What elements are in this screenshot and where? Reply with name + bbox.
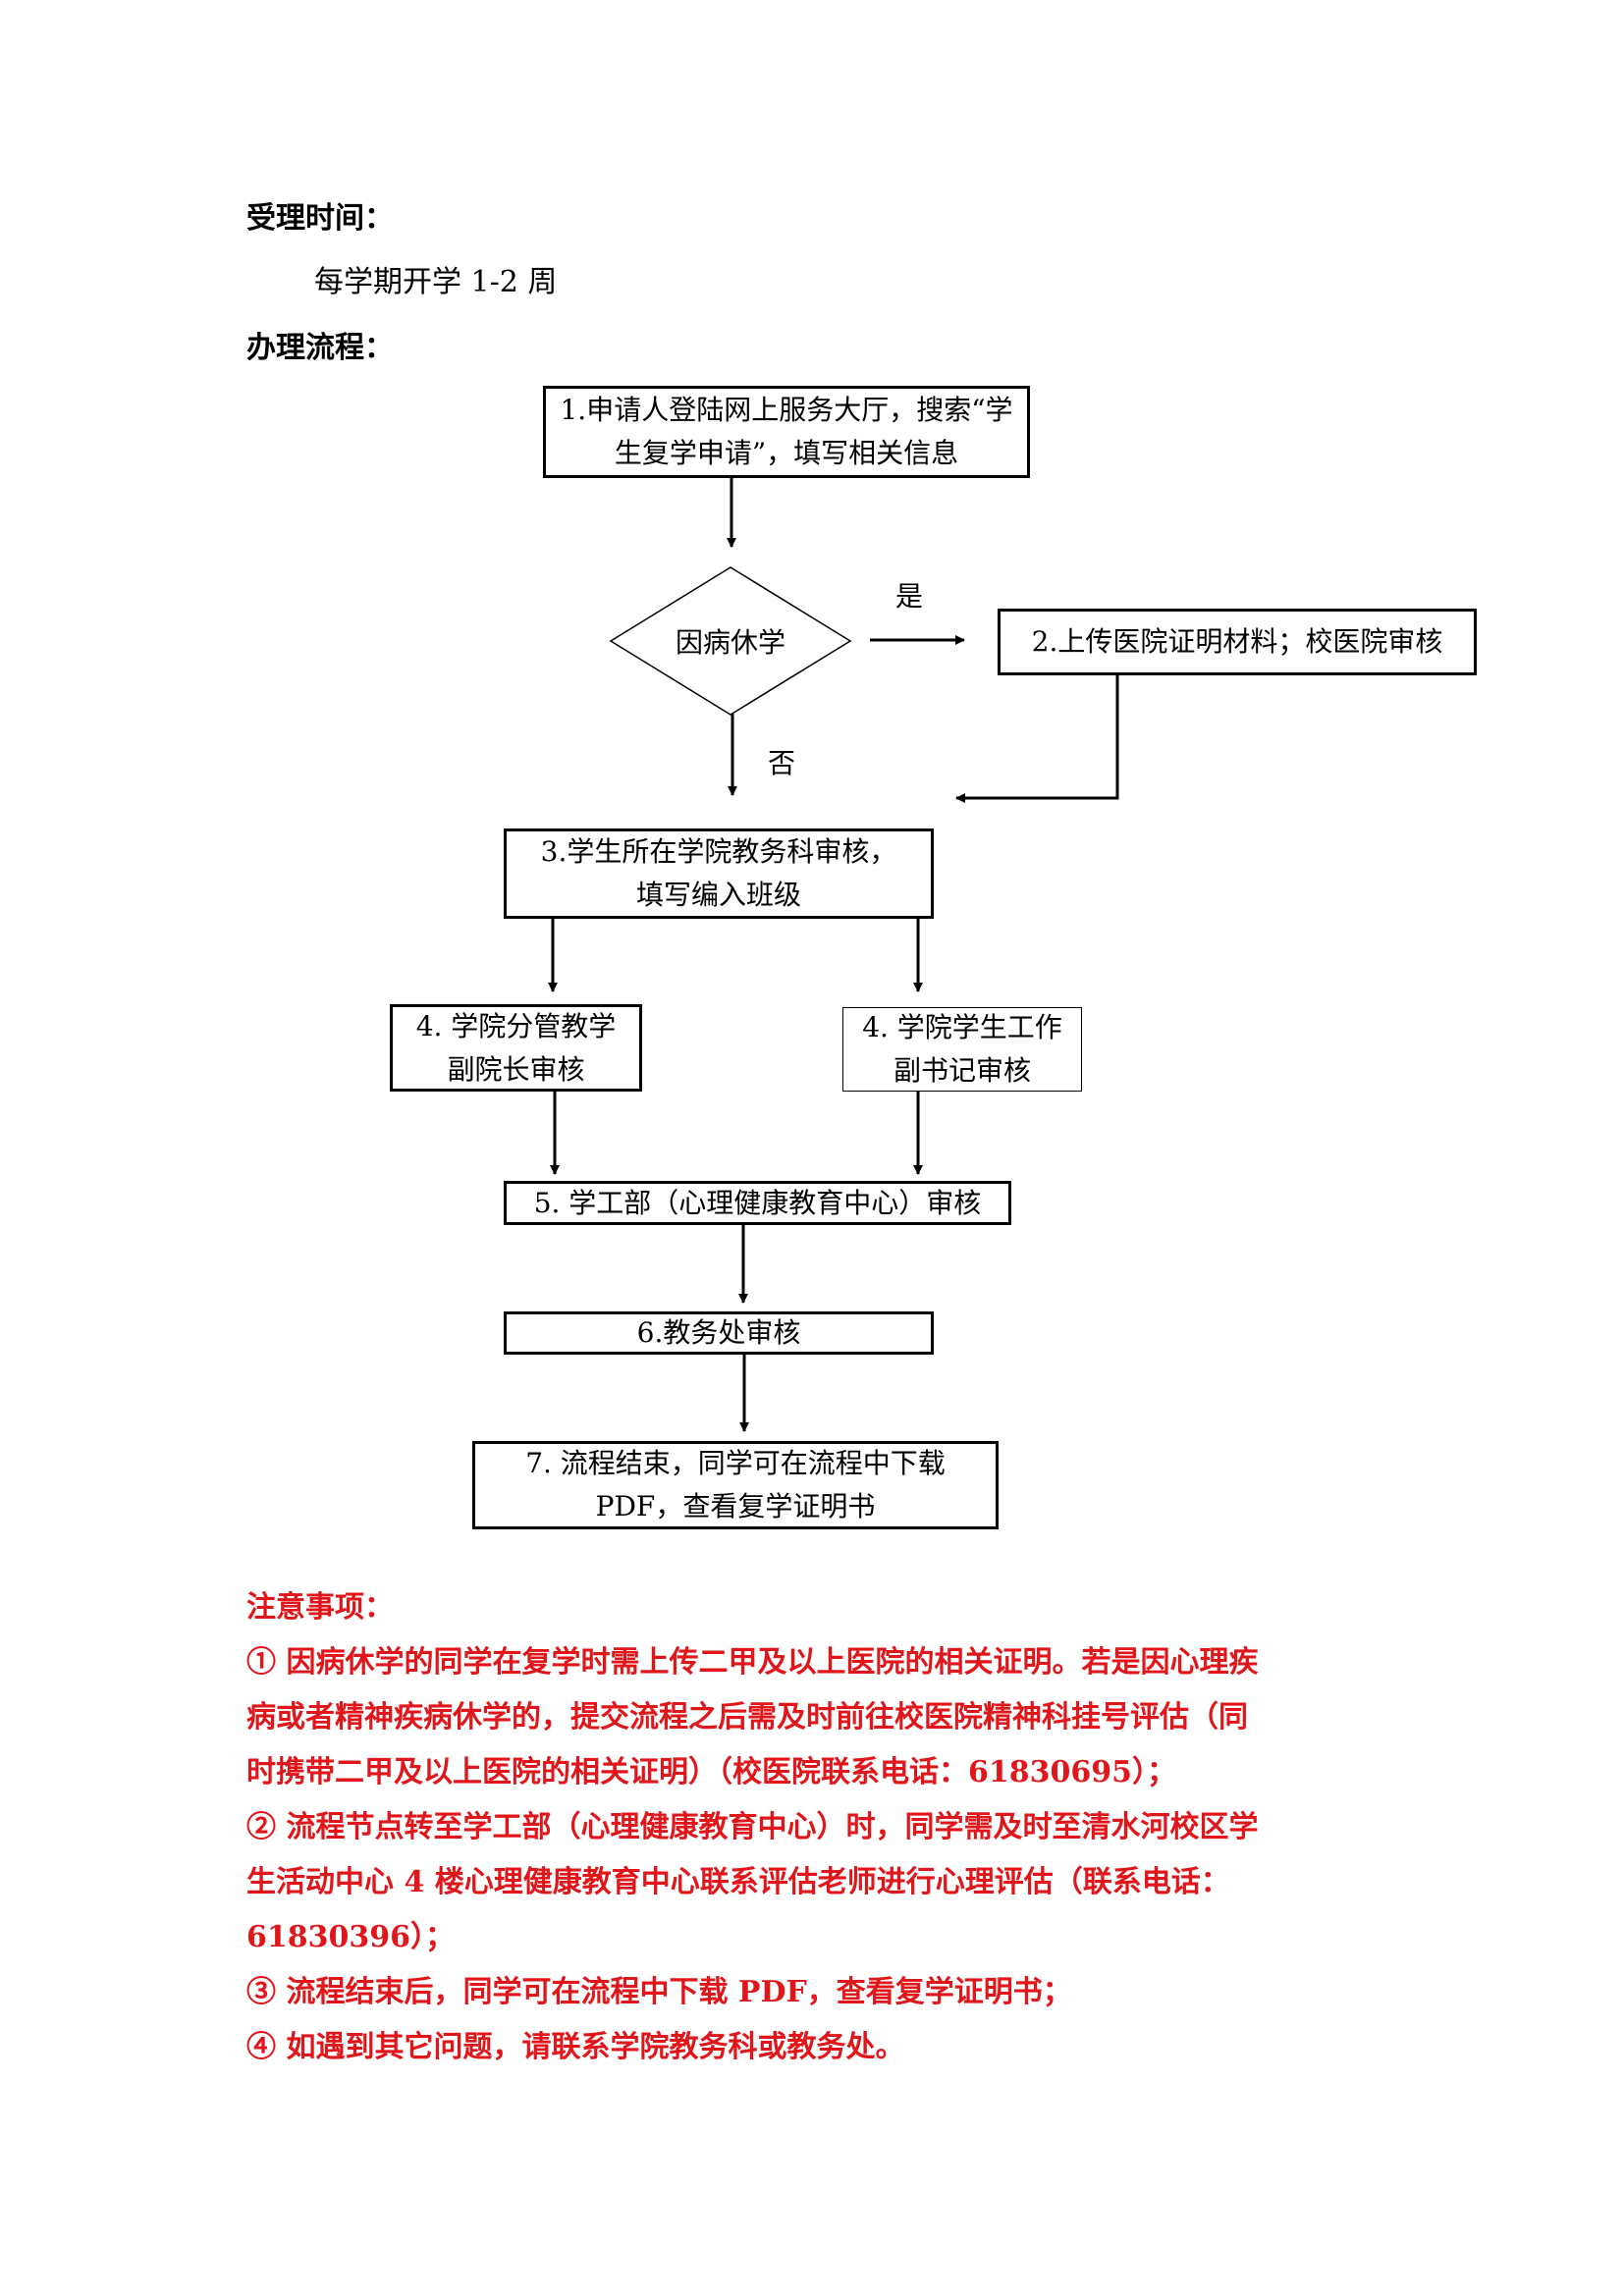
process-heading: 办理流程： — [246, 331, 394, 365]
step-2-box: 2.上传医院证明材料；校医院审核 — [998, 609, 1477, 675]
notes-heading: 注意事项： — [246, 1590, 394, 1625]
yes-label: 是 — [895, 580, 924, 613]
decision-diamond — [609, 566, 852, 716]
no-label: 否 — [768, 747, 796, 779]
notes-section: 注意事项： ① 因病休学的同学在复学时需上传二甲及以上医院的相关证明。若是因心理… — [246, 1580, 1405, 2075]
step-3-box: 3.学生所在学院教务科审核， 填写编入班级 — [504, 828, 934, 919]
step-4a-box: 4. 学院分管教学 副院长审核 — [390, 1004, 642, 1092]
note-line: 时携带二甲及以上医院的相关证明）（校医院联系电话：61830695）； — [246, 1755, 1176, 1789]
step-6-box: 6.教务处审核 — [504, 1311, 934, 1355]
note-line: ② 流程节点转至学工部（心理健康教育中心）时，同学需及时至清水河校区学 — [246, 1810, 1259, 1844]
note-line: 病或者精神疾病休学的，提交流程之后需及时前往校医院精神科挂号评估（同 — [246, 1700, 1248, 1735]
step-5-box: 5. 学工部（心理健康教育中心）审核 — [504, 1181, 1011, 1225]
note-line: ④ 如遇到其它问题，请联系学院教务科或教务处。 — [246, 2030, 905, 2064]
decision-label: 因病休学 — [675, 626, 785, 659]
step-1-box: 1.申请人登陆网上服务大厅，搜索“学 生复学申请”，填写相关信息 — [543, 386, 1030, 478]
step-7-box: 7. 流程结束，同学可在流程中下载 PDF，查看复学证明书 — [472, 1441, 999, 1529]
accept-time-heading: 受理时间： — [246, 201, 394, 236]
note-line: ③ 流程结束后，同学可在流程中下载 PDF，查看复学证明书； — [246, 1975, 1072, 2009]
note-line: 生活动中心 4 楼心理健康教育中心联系评估老师进行心理评估（联系电话： — [246, 1865, 1230, 1899]
note-line: ① 因病休学的同学在复学时需上传二甲及以上医院的相关证明。若是因心理疾 — [246, 1645, 1259, 1680]
accept-time-value: 每学期开学 1-2 周 — [314, 265, 558, 299]
step-4b-box: 4. 学院学生工作 副书记审核 — [842, 1007, 1082, 1092]
note-line: 61830396）； — [246, 1920, 455, 1954]
